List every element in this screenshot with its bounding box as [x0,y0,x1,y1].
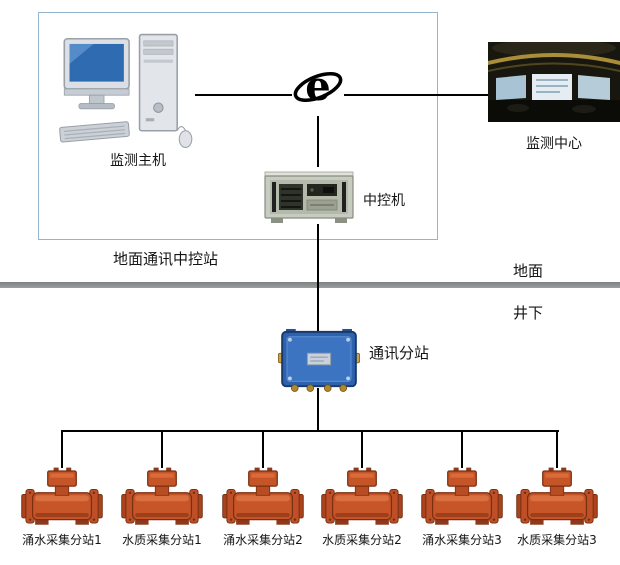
device-node-4: 水质采集分站2 [312,466,412,548]
link-substation-bus [317,388,319,432]
device-label-4: 水质采集分站2 [322,533,402,547]
bus-drop-6 [556,430,558,468]
control-machine-node [263,166,355,226]
zone-underground-label: 井下 [513,304,544,322]
bus-drop-4 [361,430,363,468]
bus-drop-2 [161,430,163,468]
device-label-2: 水质采集分站1 [122,533,202,547]
water-quality-sensor-icon [321,466,403,526]
junction-box-icon [277,328,361,392]
bus-drop-5 [461,430,463,468]
bus-drop-1 [61,430,63,468]
rack-server-icon [264,171,354,223]
device-bus-line [61,430,559,432]
ground-station-label: 地面通讯中控站 [113,250,219,268]
link-internet-controller [317,95,319,167]
surface-underground-divider [0,282,620,288]
device-label-3: 涌水采集分站2 [223,533,303,547]
device-label-1: 涌水采集分站1 [22,533,102,547]
zone-surface-label: 地面 [513,262,544,280]
device-node-2: 水质采集分站1 [112,466,212,548]
ground-station-boundary [38,12,438,240]
water-inflow-sensor-icon [222,466,304,526]
device-label-5: 涌水采集分站3 [422,533,502,547]
monitor-center-node [483,39,620,122]
internet-icon: e [292,58,344,116]
monitor-center-label: 监测中心 [526,136,582,152]
comm-substation-node [277,328,361,392]
svg-text:e: e [305,63,330,110]
water-quality-sensor-icon [516,466,598,526]
comm-substation-label: 通讯分站 [369,344,430,362]
water-inflow-sensor-icon [21,466,103,526]
bus-drop-3 [262,430,264,468]
control-room-photo [483,39,620,122]
desktop-computer-icon [59,33,193,148]
device-label-6: 水质采集分站3 [517,533,597,547]
link-controller-substation [317,224,319,332]
device-node-5: 涌水采集分站3 [412,466,512,548]
water-inflow-sensor-icon [421,466,503,526]
monitor-host-label: 监测主机 [110,153,166,169]
device-node-3: 涌水采集分站2 [213,466,313,548]
monitor-host-node [58,32,196,150]
control-machine-label: 中控机 [363,193,405,209]
device-node-1: 涌水采集分站1 [12,466,112,548]
device-node-6: 水质采集分站3 [507,466,607,548]
water-quality-sensor-icon [121,466,203,526]
